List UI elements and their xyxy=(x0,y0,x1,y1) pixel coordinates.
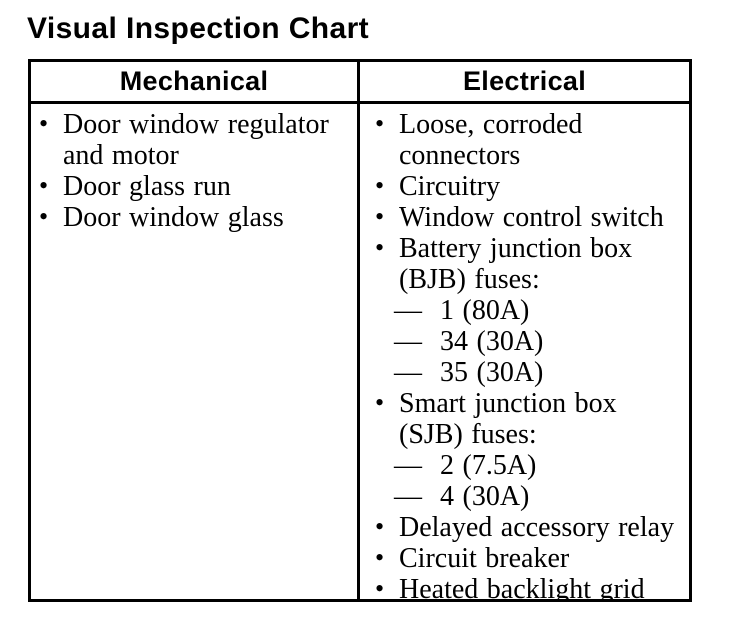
list-item: • Door window regulator and motor xyxy=(37,109,351,171)
list-item: • Window control switch xyxy=(373,202,683,233)
dash-icon: — xyxy=(394,326,422,357)
item-text: Delayed accessory relay xyxy=(399,512,675,543)
item-text: Smart junction box (SJB) fuses: xyxy=(399,388,617,450)
mechanical-cell: • Door window regulator and motor • Door gl… xyxy=(31,104,360,599)
item-text: 34 (30A) xyxy=(440,326,544,357)
bullet-icon: • xyxy=(375,233,385,262)
item-text: Door window glass xyxy=(63,202,284,233)
sub-list-item: — 2 (7.5A) xyxy=(373,450,683,481)
bullet-icon: • xyxy=(375,543,385,572)
sub-list-item: — 35 (30A) xyxy=(373,357,683,388)
mechanical-item-list: • Door window regulator and motor • Door gl… xyxy=(37,109,351,233)
column-header-electrical: Electrical xyxy=(360,62,689,104)
item-text: Loose, corroded connectors xyxy=(399,109,583,171)
item-text: 1 (80A) xyxy=(440,295,530,326)
bullet-icon: • xyxy=(375,574,385,599)
bullet-icon: • xyxy=(375,109,385,138)
list-item: • Delayed accessory relay xyxy=(373,512,683,543)
list-item: • Smart junction box (SJB) fuses: xyxy=(373,388,683,450)
list-item: • Heated backlight grid xyxy=(373,574,683,599)
item-text: Window control switch xyxy=(399,202,664,233)
dash-icon: — xyxy=(394,481,422,512)
bullet-icon: • xyxy=(39,202,49,231)
item-text: 4 (30A) xyxy=(440,481,530,512)
list-item: • Circuit breaker xyxy=(373,543,683,574)
item-text: 35 (30A) xyxy=(440,357,544,388)
list-item: • Door glass run xyxy=(37,171,351,202)
sub-list-item: — 4 (30A) xyxy=(373,481,683,512)
list-item: • Battery junction box (BJB) fuses: xyxy=(373,233,683,295)
dash-icon: — xyxy=(394,357,422,388)
column-header-mechanical: Mechanical xyxy=(31,62,360,104)
item-text: Circuit breaker xyxy=(399,543,570,574)
item-text: Door window regulator and motor xyxy=(63,109,329,171)
bullet-icon: • xyxy=(375,171,385,200)
page-title: Visual Inspection Chart xyxy=(27,12,370,45)
bullet-icon: • xyxy=(375,202,385,231)
bullet-icon: • xyxy=(39,171,49,200)
item-text: Circuitry xyxy=(399,171,501,202)
item-text: Heated backlight grid xyxy=(399,574,645,599)
list-item: • Loose, corroded connectors xyxy=(373,109,683,171)
item-text: 2 (7.5A) xyxy=(440,450,537,481)
bullet-icon: • xyxy=(375,388,385,417)
sub-list-item: — 1 (80A) xyxy=(373,295,683,326)
visual-inspection-table: Mechanical Electrical • Door window regul… xyxy=(28,59,692,602)
bullet-icon: • xyxy=(375,512,385,541)
electrical-cell: • Loose, corroded connectors • Circuitry • Wi… xyxy=(360,104,689,599)
dash-icon: — xyxy=(394,450,422,481)
dash-icon: — xyxy=(394,295,422,326)
list-item: • Door window glass xyxy=(37,202,351,233)
bullet-icon: • xyxy=(39,109,49,138)
electrical-item-list: • Loose, corroded connectors • Circuitry • Wi… xyxy=(373,109,683,599)
item-text: Battery junction box (BJB) fuses: xyxy=(399,233,633,295)
item-text: Door glass run xyxy=(63,171,231,202)
list-item: • Circuitry xyxy=(373,171,683,202)
sub-list-item: — 34 (30A) xyxy=(373,326,683,357)
